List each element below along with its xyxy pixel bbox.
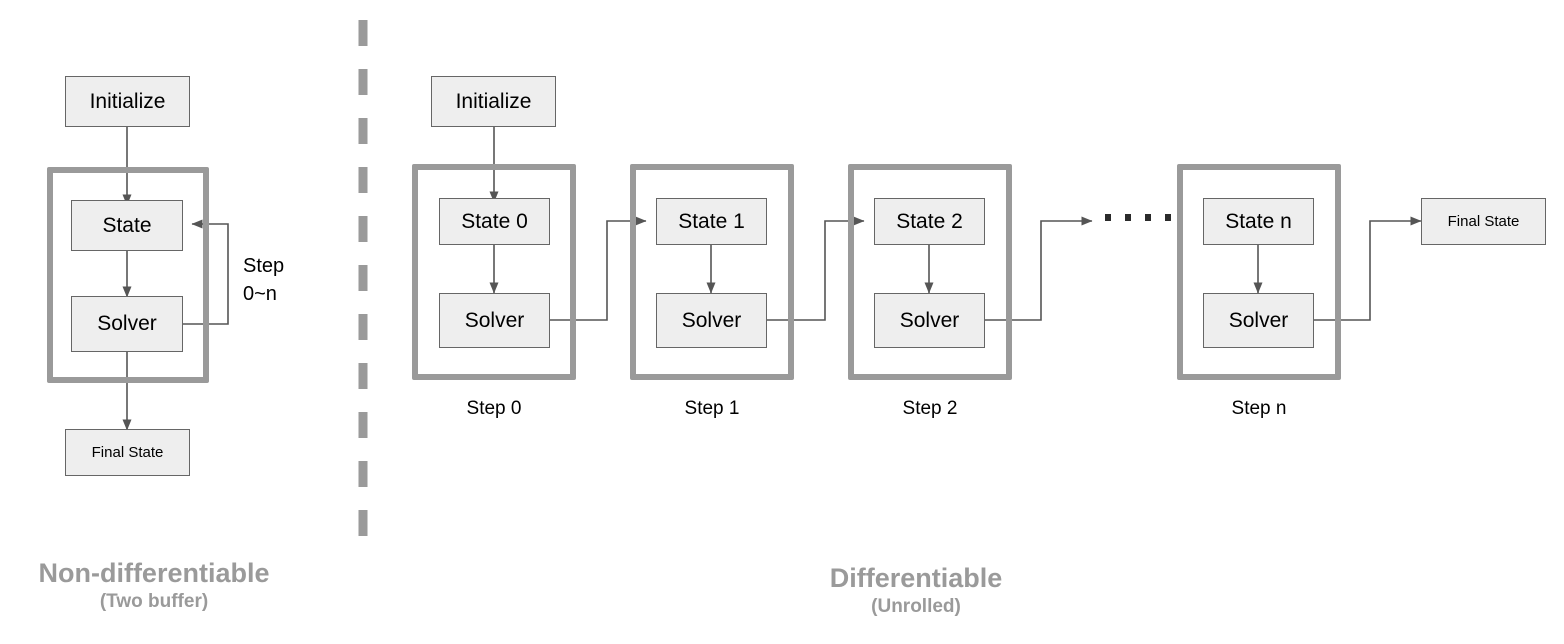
- right-panel-caption: Differentiable (Unrolled): [760, 563, 1072, 620]
- step-0-solver-box[interactable]: Solver: [439, 293, 550, 348]
- step-1-state-box[interactable]: State 1: [656, 198, 767, 245]
- left-state-box[interactable]: State: [71, 200, 183, 251]
- step-1-solver-box[interactable]: Solver: [656, 293, 767, 348]
- step-0-group-box: [412, 164, 576, 380]
- left-final-state-box[interactable]: Final State: [65, 429, 190, 476]
- step-0-state-box[interactable]: State 0: [439, 198, 550, 245]
- right-panel-subtitle: (Unrolled): [871, 595, 961, 617]
- step-1-group-box: [630, 164, 794, 380]
- step-n-group-box: [1177, 164, 1341, 380]
- step-2-state-box[interactable]: State 2: [874, 198, 985, 245]
- step-n-label: Step n: [1231, 398, 1287, 419]
- left-panel-title: Non-differentiable: [38, 558, 270, 588]
- step-2-solver-box[interactable]: Solver: [874, 293, 985, 348]
- left-panel-caption: Non-differentiable (Two buffer): [0, 558, 308, 615]
- ellipsis-dot: [1105, 214, 1111, 221]
- left-panel-subtitle: (Two buffer): [99, 590, 209, 612]
- ellipsis-dot: [1125, 214, 1131, 221]
- ellipsis-dots: [1105, 214, 1171, 221]
- step-1-label: Step 1: [684, 398, 740, 419]
- step-0-label: Step 0: [466, 398, 522, 419]
- left-loop-step-label: Step 0~n: [243, 255, 285, 306]
- step-2-group-box: [848, 164, 1012, 380]
- right-final-state-box[interactable]: Final State: [1421, 198, 1546, 245]
- step-n-state-box[interactable]: State n: [1203, 198, 1314, 245]
- step-2-label: Step 2: [902, 398, 958, 419]
- ellipsis-dot: [1165, 214, 1171, 221]
- left-solver-box[interactable]: Solver: [71, 296, 183, 352]
- ellipsis-dot: [1145, 214, 1151, 221]
- step-n-solver-box[interactable]: Solver: [1203, 293, 1314, 348]
- right-panel-title: Differentiable: [829, 563, 1003, 593]
- left-step-group-box: [47, 167, 209, 383]
- left-initialize-box[interactable]: Initialize: [65, 76, 190, 127]
- right-initialize-box[interactable]: Initialize: [431, 76, 556, 127]
